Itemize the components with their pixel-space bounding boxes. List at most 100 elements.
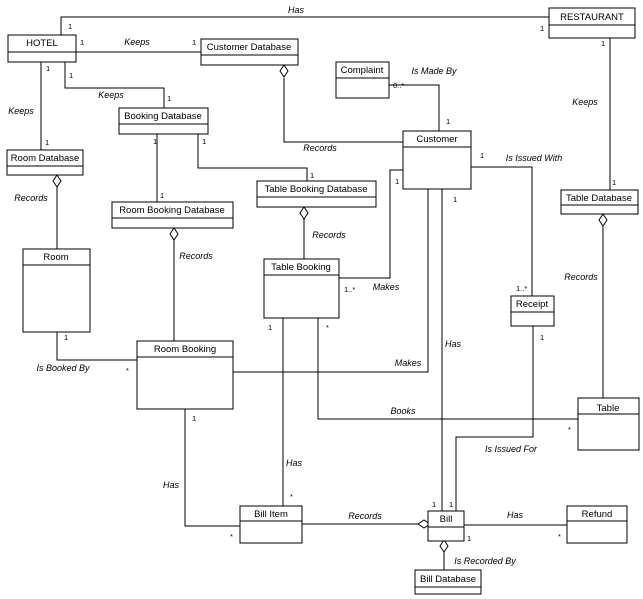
mult-customer-right: 1	[480, 151, 484, 160]
class-name: Booking Database	[124, 111, 202, 122]
label-hotel-customerdb: Keeps	[124, 37, 150, 47]
label-roombooking-billitem: Has	[163, 480, 180, 490]
mult-bill-top-left: 1	[432, 500, 436, 509]
class-name: RESTAURANT	[560, 12, 624, 23]
class-table[interactable]: Table	[577, 397, 640, 451]
edge-customer-receipt	[471, 166, 533, 296]
mult-customerdb-left: 1	[192, 38, 196, 47]
label-receipt-bill: Is Issued For	[485, 444, 538, 454]
class-restaurant[interactable]: RESTAURANT	[548, 7, 636, 39]
aggregation-diamond-customerdb	[279, 64, 289, 78]
class-name: Table Booking Database	[265, 184, 368, 195]
label-tabledb-table: Records	[564, 272, 598, 282]
edge-complaint-customer	[389, 84, 440, 131]
mult-restaurant-bottom: 1	[601, 39, 605, 48]
mult-customer-bottom: 1	[453, 195, 457, 204]
mult-customer-top: 1	[446, 117, 450, 126]
mult-tbdb-top: 1	[310, 171, 314, 180]
aggregation-diamond-bill-billdb	[439, 539, 449, 553]
label-roomdb-room: Records	[14, 193, 48, 203]
label-bill-billdb: Is Recorded By	[454, 556, 516, 566]
label-complaint-customer: Is Made By	[411, 66, 457, 76]
mult-bill-top-right: 1	[449, 500, 453, 509]
edge-hotel-restaurant	[60, 16, 549, 35]
class-name: Table Database	[566, 193, 632, 204]
class-table-booking[interactable]: Table Booking	[263, 258, 340, 319]
label-hotel-bookingdb: Keeps	[98, 90, 124, 100]
class-refund[interactable]: Refund	[566, 505, 628, 544]
mult-hotel-top: 1	[68, 22, 72, 31]
label-tablebooking-table: Books	[390, 406, 416, 416]
label-hotel-restaurant: Has	[288, 5, 305, 15]
mult-bookingdb-bottom-right: 1	[202, 137, 206, 146]
mult-bookingdb-bottom-left: 1	[153, 137, 157, 146]
label-tablebooking-billitem: Has	[286, 458, 303, 468]
class-name: Table Booking	[271, 262, 331, 273]
mult-roombooking-bottom: 1	[192, 414, 196, 423]
label-restaurant-tabledb: Keeps	[572, 97, 598, 107]
label-customer-roombooking: Makes	[395, 358, 422, 368]
class-name: Bill Item	[254, 509, 288, 520]
mult-bill-bottom-right: 1	[467, 534, 471, 543]
aggregation-diamond-tbdb	[299, 206, 309, 220]
class-name: Room	[43, 252, 68, 263]
class-name: Room Booking	[154, 344, 216, 355]
class-receipt[interactable]: Receipt	[510, 295, 555, 327]
class-customer-database[interactable]: Customer Database	[200, 38, 299, 66]
class-table-database[interactable]: Table Database	[560, 189, 639, 215]
class-name: Complaint	[341, 65, 384, 76]
mult-roombooking-left: *	[126, 366, 129, 375]
class-room[interactable]: Room	[22, 248, 91, 333]
label-billitem-bill: Records	[348, 511, 382, 521]
class-room-booking[interactable]: Room Booking	[136, 340, 234, 410]
mult-table-left: *	[568, 425, 571, 434]
edge-tablebooking-table	[317, 318, 578, 420]
label-customerdb-customer: Records	[303, 143, 337, 153]
edge-customerdb-customer	[283, 78, 403, 143]
edge-receipt-bill	[455, 326, 534, 511]
label-bill-refund: Has	[507, 510, 524, 520]
class-room-database[interactable]: Room Database	[6, 149, 84, 176]
label-rbdb-roombooking: Records	[179, 251, 213, 261]
class-booking-database[interactable]: Booking Database	[118, 107, 209, 135]
aggregation-diamond-rbdb	[169, 227, 179, 241]
class-name: Receipt	[516, 299, 549, 310]
mult-tablebooking-bottom-right: *	[326, 323, 329, 332]
mult-hotel-right: 1	[80, 38, 84, 47]
mult-tablebooking-bottom-left: 1	[268, 323, 272, 332]
class-name: Customer	[416, 134, 457, 145]
mult-roomdb-top: 1	[45, 138, 49, 147]
label-customer-bill: Has	[445, 339, 462, 349]
class-name: Refund	[582, 509, 613, 520]
mult-rbdb-top: 1	[160, 191, 164, 200]
mult-refund-left: *	[558, 532, 561, 541]
mult-complaint-right: 0..*	[393, 81, 404, 90]
edge-roombooking-billitem	[184, 409, 240, 527]
class-bill[interactable]: Bill	[427, 510, 465, 542]
class-hotel[interactable]: HOTEL	[7, 34, 77, 63]
edge-bookingdb-tbdb	[197, 134, 308, 181]
class-room-booking-database[interactable]: Room Booking Database	[111, 201, 234, 229]
class-table-booking-database[interactable]: Table Booking Database	[256, 180, 377, 208]
label-room-roombooking: Is Booked By	[36, 363, 90, 373]
class-complaint[interactable]: Complaint	[335, 61, 390, 99]
mult-billitem-left: *	[230, 532, 233, 541]
mult-receipt-bottom: 1	[540, 333, 544, 342]
multiplicity-labels: 1 1 1 1 1 1 1 1 0..* 1 1 1 1 1 1 1 1 1 1…	[45, 22, 616, 543]
class-bill-database[interactable]: Bill Database	[414, 569, 482, 595]
mult-customer-left: 1	[395, 177, 399, 186]
mult-billitem-top: *	[290, 492, 293, 501]
association-labels: Has Keeps Keeps Keeps Is Made By Keeps R…	[8, 5, 598, 566]
edge-hotel-bookingdb	[64, 62, 165, 108]
mult-restaurant-left: 1	[540, 24, 544, 33]
mult-hotel-bottom-right: 1	[69, 71, 73, 80]
label-customer-receipt: Is Issued With	[506, 153, 562, 163]
edge-customer-tablebooking	[339, 169, 403, 279]
aggregation-diamonds	[52, 64, 608, 553]
class-name: HOTEL	[26, 38, 58, 49]
class-customer[interactable]: Customer	[402, 130, 472, 190]
class-bill-item[interactable]: Bill Item	[239, 505, 303, 544]
mult-room-bottom: 1	[64, 333, 68, 342]
aggregation-diamond-tabledb	[598, 213, 608, 227]
